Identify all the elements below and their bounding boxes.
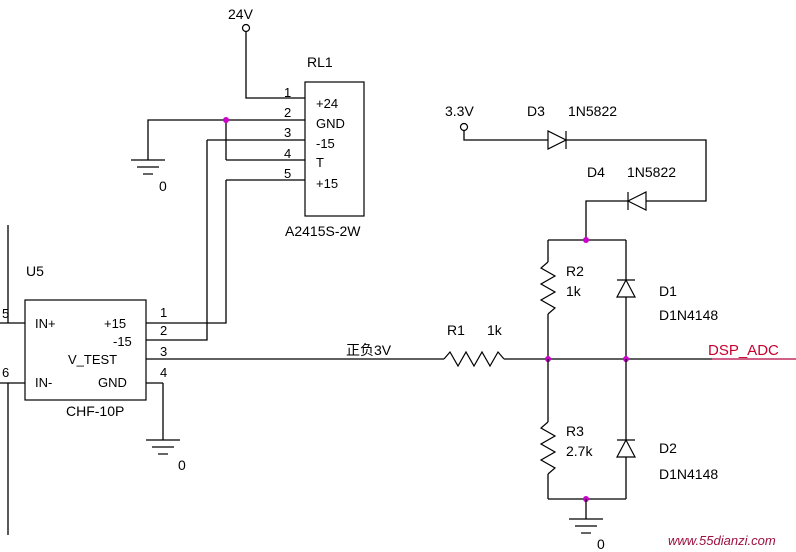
u5-pin-num-1: 1 — [160, 305, 167, 320]
watermark-text: www.55dianzi.com — [668, 533, 776, 548]
d1-part: D1N4148 — [659, 307, 718, 323]
u5-pin-name-minus15: -15 — [113, 334, 132, 349]
r2-value: 1k — [566, 283, 582, 299]
rl1-pin-num-2: 2 — [284, 105, 291, 120]
r1-ref: R1 — [447, 322, 465, 338]
u5-pin-num-5: 5 — [2, 306, 9, 321]
d4-ref: D4 — [587, 164, 605, 180]
resistor-r2: R2 1k — [539, 240, 584, 359]
power-label-3v3: 3.3V — [445, 103, 474, 119]
d1-ref: D1 — [659, 283, 677, 299]
d3-part: 1N5822 — [568, 103, 617, 119]
r3-value: 2.7k — [566, 443, 593, 459]
diode-d4: D4 1N5822 — [587, 164, 676, 211]
ground-symbol-r3: 0 — [569, 518, 605, 552]
diode-d2: D2 D1N4148 — [616, 359, 718, 499]
rl1-ref: RL1 — [307, 54, 333, 70]
r1-value: 1k — [487, 322, 503, 338]
rl1-pin-num-3: 3 — [284, 125, 291, 140]
r2-ref: R2 — [566, 263, 584, 279]
u5-pin-name-vtest: V_TEST — [68, 352, 117, 367]
rl1-pin-name-3: -15 — [316, 136, 335, 151]
rl1-pin-name-4: T — [316, 155, 324, 170]
ground-label-u5: 0 — [178, 457, 186, 473]
u5-part: CHF-10P — [66, 403, 124, 419]
resistor-r3: R3 2.7k — [539, 359, 593, 499]
r3-ref: R3 — [566, 423, 584, 439]
ground-symbol-relay: 0 — [131, 159, 167, 194]
d2-ref: D2 — [659, 440, 677, 456]
power-label-24v: 24V — [228, 6, 254, 22]
u5-pin-num-4: 4 — [160, 365, 167, 380]
sensor-module-u5: U5 CHF-10P IN+ IN- 5 6 +15 -15 V_TEST GN… — [0, 225, 167, 535]
rl1-pin-name-1: +24 — [316, 96, 338, 111]
u5-pin-num-2: 2 — [160, 323, 167, 338]
junction-dot — [583, 237, 589, 243]
u5-ref: U5 — [26, 263, 44, 279]
d3-ref: D3 — [527, 103, 545, 119]
u5-pin-name-gnd: GND — [98, 375, 127, 390]
resistor-r1: R1 1k — [443, 322, 505, 368]
net-label-dsp-adc: DSP_ADC — [708, 342, 779, 359]
power-port-24v: 24V — [228, 6, 305, 99]
u5-pin-num-3: 3 — [160, 344, 167, 359]
rl1-pin-num-5: 5 — [284, 166, 291, 181]
rl1-pin-num-4: 4 — [284, 146, 291, 161]
u5-pin-name-plus15: +15 — [104, 316, 126, 331]
ground-label-relay: 0 — [159, 178, 167, 194]
relay-module-rl1: RL1 A2415S-2W +24 GND -15 T +15 1 2 3 4 … — [207, 54, 365, 239]
power-port-3v3: 3.3V — [445, 103, 474, 132]
net-label-signal: 正负3V — [346, 342, 392, 358]
junction-dot — [223, 117, 229, 123]
u5-pin-name-in-plus: IN+ — [35, 316, 56, 331]
u5-pin-num-6: 6 — [2, 365, 9, 380]
u5-body — [24, 299, 147, 401]
diode-d3: D3 1N5822 — [527, 103, 617, 150]
rl1-part: A2415S-2W — [285, 223, 361, 239]
rl1-pin-num-1: 1 — [284, 85, 291, 100]
d4-part: 1N5822 — [627, 164, 676, 180]
diode-d1: D1 D1N4148 — [616, 240, 718, 359]
rl1-pin-name-2: GND — [316, 116, 345, 131]
ground-label-r3: 0 — [597, 536, 605, 552]
d2-part: D1N4148 — [659, 466, 718, 482]
u5-pin-name-in-minus: IN- — [35, 375, 52, 390]
rl1-body — [304, 81, 365, 217]
rl1-pin-name-5: +15 — [316, 176, 338, 191]
ground-symbol-u5: 0 — [146, 439, 186, 473]
